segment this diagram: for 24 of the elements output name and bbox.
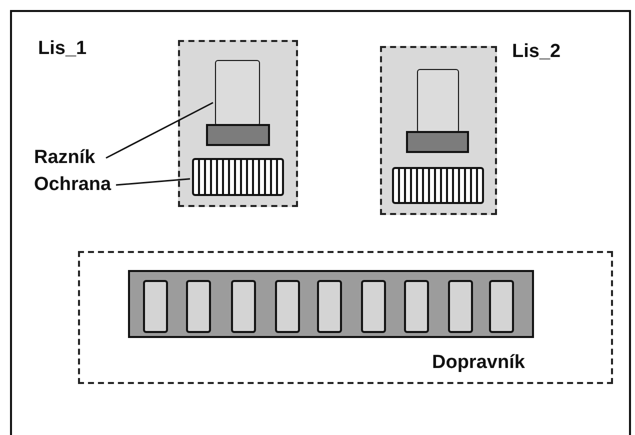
part-label: Ochrana xyxy=(34,175,112,194)
pallet-slot xyxy=(231,280,256,333)
pallet-slot xyxy=(275,280,300,333)
conveyor-belt xyxy=(128,270,534,338)
area-label: Lis_2 xyxy=(512,42,561,61)
die-block xyxy=(206,124,270,146)
part-label: Razník xyxy=(34,148,96,167)
pallet-slot xyxy=(361,280,386,333)
conveyor-area xyxy=(78,251,613,384)
pallet-slot xyxy=(404,280,429,333)
guard-grille xyxy=(192,158,284,196)
pallet-slot xyxy=(489,280,514,333)
pallet-slot xyxy=(143,280,168,333)
area-label: Dopravník xyxy=(432,353,525,372)
leader-line xyxy=(116,178,190,186)
pallet-slot xyxy=(448,280,473,333)
pallet-slot xyxy=(186,280,211,333)
area-label: Lis_1 xyxy=(38,39,87,58)
ram-block xyxy=(417,69,459,133)
guard-grille xyxy=(392,167,484,204)
leader-line xyxy=(106,102,214,159)
ram-block xyxy=(215,60,260,126)
pallet-slot xyxy=(317,280,342,333)
die-block xyxy=(406,131,469,153)
